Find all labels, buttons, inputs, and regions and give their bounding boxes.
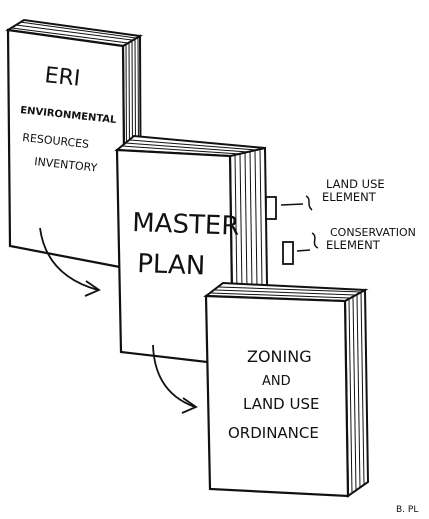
land-use-callout-line bbox=[281, 204, 303, 205]
book-eri-title: ERI bbox=[43, 63, 81, 92]
land-use-element-label-line1: LAND USE bbox=[326, 177, 385, 191]
book-zoning: ZONING AND LAND USE ORDINANCE bbox=[206, 283, 368, 496]
artist-signature: B. PL bbox=[396, 505, 418, 514]
book-zoning-line-ordinance: ORDINANCE bbox=[228, 424, 319, 442]
conservation-callout-line bbox=[297, 250, 310, 251]
conservation-callout-squiggle bbox=[312, 233, 318, 248]
book-master-plan-line-plan: PLAN bbox=[137, 249, 206, 281]
book-zoning-line-and: AND bbox=[262, 374, 291, 389]
conservation-bookmark-tab bbox=[283, 242, 293, 264]
land-use-element-label-line2: ELEMENT bbox=[322, 190, 377, 204]
land-use-bookmark-tab bbox=[266, 197, 276, 219]
book-master-plan-line-master: MASTER bbox=[132, 208, 240, 242]
land-use-callout-squiggle bbox=[306, 196, 312, 210]
book-zoning-line-zoning: ZONING bbox=[247, 347, 312, 366]
conservation-element-label-line2: ELEMENT bbox=[326, 238, 381, 252]
book-zoning-line-land-use: LAND USE bbox=[243, 395, 319, 413]
